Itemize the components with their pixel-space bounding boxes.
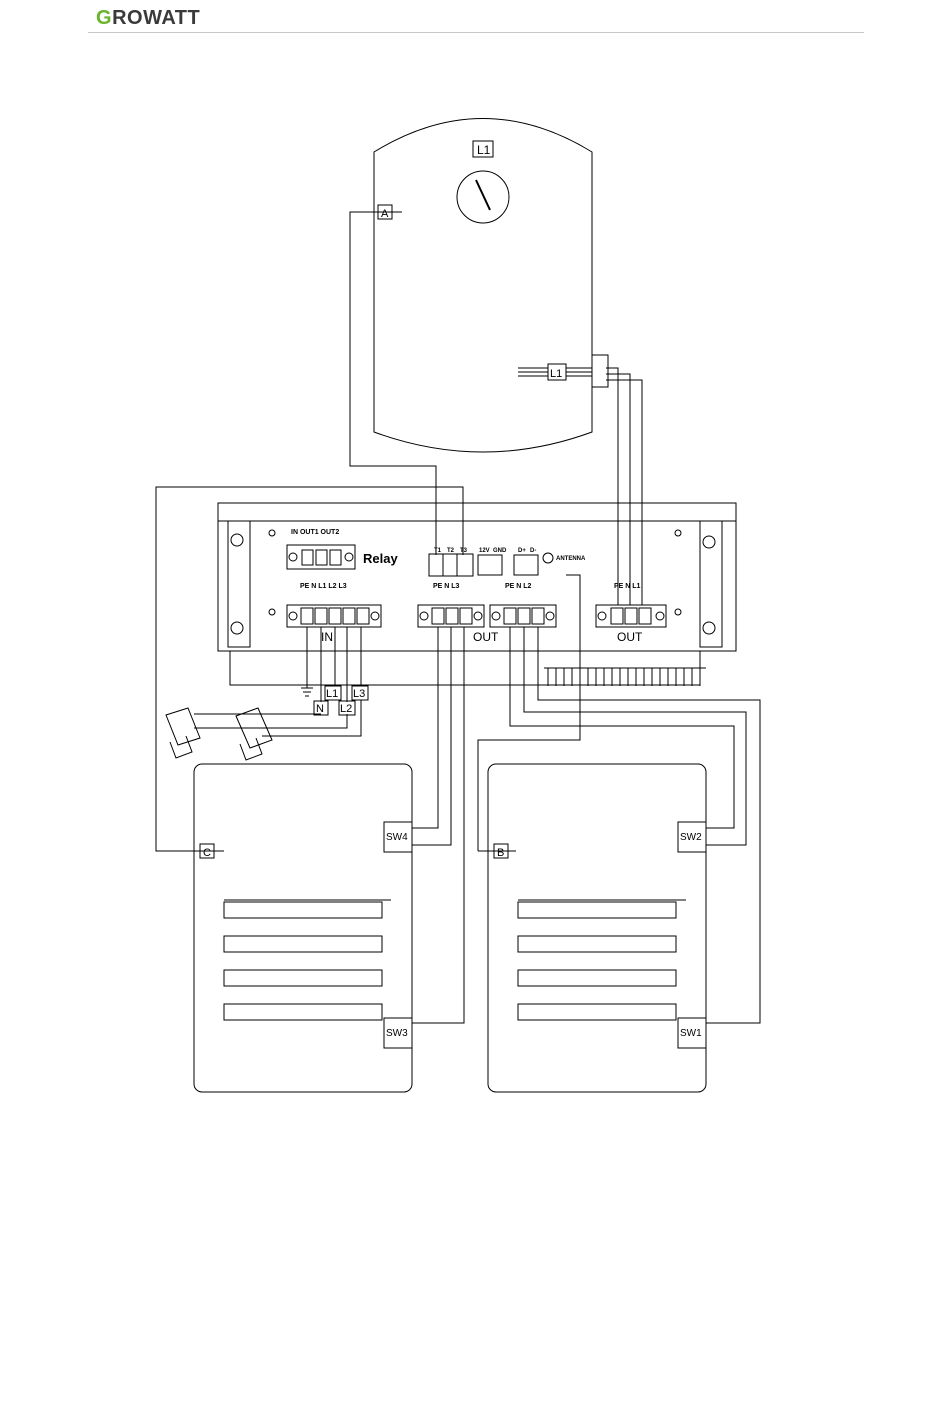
- heatsink: [544, 668, 706, 686]
- antenna-label: ANTENNA: [556, 556, 586, 562]
- power-connector: [478, 555, 502, 575]
- line-l2-label: L2: [340, 703, 352, 715]
- rs485-connector: [514, 555, 538, 575]
- wire-heater: [606, 368, 642, 605]
- terminal-gnd: GND: [493, 548, 507, 554]
- out3-terminals: PE N L3: [433, 583, 460, 590]
- terminal-d-plus: D+: [518, 548, 526, 554]
- thermometer-needle: [476, 180, 490, 210]
- wire-out-l3: [412, 627, 464, 1023]
- relay-title: Relay: [363, 551, 398, 566]
- wire-sensor-c: [156, 487, 463, 851]
- circuit-breakers: [166, 708, 272, 760]
- terminal-12v: 12V: [479, 548, 490, 554]
- sw4-label: SW4: [386, 832, 408, 843]
- water-tank: [374, 119, 592, 453]
- in-label: IN: [321, 630, 333, 644]
- sensor-b-label: B: [497, 847, 504, 859]
- terminal-d-minus: D-: [530, 548, 536, 554]
- line-l1-label: L1: [326, 688, 338, 700]
- wire-sensor-b: [478, 575, 580, 851]
- terminal-t2: T2: [447, 548, 455, 554]
- sw2-label: SW2: [680, 832, 702, 843]
- sw3-label: SW3: [386, 1028, 408, 1039]
- controller-body: [218, 503, 736, 651]
- heating-element: [518, 355, 608, 387]
- line-l3-label: L3: [353, 688, 365, 700]
- line-n-label: N: [316, 703, 324, 715]
- out-label: OUT: [473, 630, 499, 644]
- wire-sensor-a: [350, 212, 436, 555]
- heater-left-slots: [224, 900, 391, 1020]
- terminal-t3: T3: [460, 548, 468, 554]
- heater-label: L1: [550, 368, 562, 380]
- heater-right-slots: [518, 900, 686, 1020]
- tank-label: L1: [477, 143, 491, 157]
- sensor-connector: [429, 554, 473, 576]
- wire-out-l2: [510, 627, 760, 1023]
- antenna-port: [543, 553, 553, 563]
- relay-terminals: IN OUT1 OUT2: [291, 529, 339, 536]
- sensor-a-label: A: [381, 208, 389, 220]
- heater-panel-right: [488, 764, 706, 1092]
- sensor-c-label: C: [203, 847, 211, 859]
- sw1-label: SW1: [680, 1028, 702, 1039]
- terminal-t1: T1: [434, 548, 442, 554]
- in-terminals: PE N L1 L2 L3: [300, 583, 347, 590]
- heater-panel-left: [194, 764, 412, 1092]
- out-right-label: OUT: [617, 630, 643, 644]
- out2-terminals: PE N L2: [505, 583, 532, 590]
- wire-mains-input: [194, 627, 361, 736]
- out1-terminals: PE N L1: [614, 583, 641, 590]
